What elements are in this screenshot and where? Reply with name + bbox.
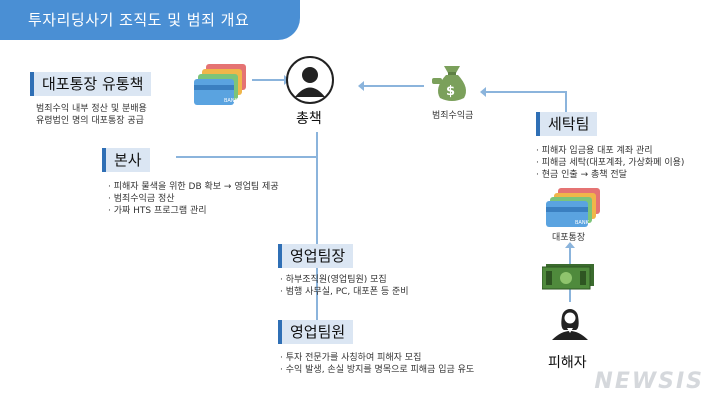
team-member-line: · 투자 전문가를 사칭하여 피해자 모집 bbox=[280, 353, 422, 363]
svg-text:$: $ bbox=[446, 84, 455, 99]
leader-person-icon bbox=[286, 56, 334, 104]
team-member-line: · 수익 발생, 손실 방지를 명목으로 피해금 입금 유도 bbox=[280, 365, 475, 375]
arrow-cards-to-leader bbox=[252, 75, 290, 85]
watermark-logo: NEWSIS bbox=[594, 369, 704, 394]
hq-box-label: 본사 bbox=[102, 148, 150, 172]
laundry-line: · 피해금 세탁(대포계좌, 가상화폐 이용) bbox=[536, 158, 685, 168]
money-bag-icon: $ bbox=[432, 66, 466, 101]
victim-label: 피해자 bbox=[548, 355, 587, 371]
laundry-line: · 피해자 입금용 대포 계좌 관리 bbox=[536, 146, 653, 156]
arrow-laundry-to-money bbox=[480, 87, 567, 120]
bank-label: 대포통장 bbox=[552, 233, 586, 243]
account-box-desc: 범죄수익 내부 정산 및 분배용 유령법인 명의 대포통장 공급 bbox=[36, 103, 147, 127]
laundry-box-label: 세탁팀 bbox=[536, 112, 598, 136]
connector-hq bbox=[176, 156, 318, 158]
hq-line: · 피해자 물색을 위한 DB 확보 → 영업팀 제공 bbox=[108, 182, 279, 192]
hq-line: · 가짜 HTS 프로그램 관리 bbox=[108, 206, 207, 216]
page-title: 투자리딩사기 조직도 및 범죄 개요 bbox=[0, 0, 300, 40]
money-bag-label: 범죄수익금 bbox=[432, 111, 474, 121]
account-line: 범죄수익 내부 정산 및 분배용 bbox=[36, 104, 147, 114]
bank-card-stack-icon: BANK bbox=[194, 64, 246, 105]
bank-card-text: BANK bbox=[224, 98, 239, 104]
hq-line: · 범죄수익금 정산 bbox=[108, 194, 175, 204]
team-lead-line: · 범행 사무실, PC, 대포폰 등 준비 bbox=[280, 287, 409, 297]
account-box-label: 대포통장 유통책 bbox=[30, 72, 152, 96]
bank-card-stack-icon: BANK bbox=[546, 188, 600, 227]
hq-box-desc: · 피해자 물색을 위한 DB 확보 → 영업팀 제공 · 범죄수익금 정산 ·… bbox=[108, 181, 279, 217]
team-lead-line: · 하부조직원(영업팀원) 모집 bbox=[280, 275, 387, 285]
team-member-box-desc: · 투자 전문가를 사칭하여 피해자 모집 · 수익 발생, 손실 방지를 명목… bbox=[280, 352, 474, 376]
arrow-money-to-leader bbox=[358, 81, 424, 91]
team-lead-box-desc: · 하부조직원(영업팀원) 모집 · 범행 사무실, PC, 대포폰 등 준비 bbox=[280, 274, 409, 298]
laundry-line: · 현금 인출 → 총책 전달 bbox=[536, 170, 627, 180]
cash-icon bbox=[542, 264, 594, 290]
victim-person-icon bbox=[552, 309, 588, 340]
connector-trunk bbox=[316, 132, 318, 330]
team-lead-box-label: 영업팀장 bbox=[278, 244, 354, 268]
leader-label: 총책 bbox=[296, 111, 322, 127]
laundry-box-desc: · 피해자 입금용 대포 계좌 관리 · 피해금 세탁(대포계좌, 가상화폐 이… bbox=[536, 145, 684, 181]
account-line: 유령법인 명의 대포통장 공급 bbox=[36, 116, 144, 126]
bank-card-text: BANK bbox=[575, 220, 590, 226]
team-member-box-label: 영업팀원 bbox=[278, 320, 354, 344]
